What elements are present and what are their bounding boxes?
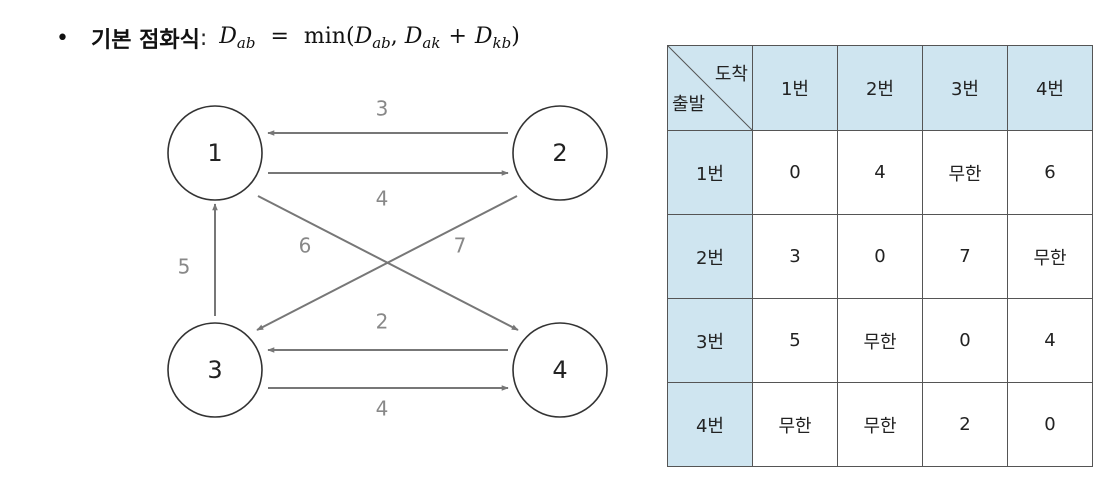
table-row: 2번 3 0 7 무한 (667, 214, 1093, 299)
table-row: 1번 0 4 무한 6 (667, 130, 1093, 215)
bullet: • (56, 25, 69, 51)
table-cell: 0 (1007, 382, 1093, 467)
node-4-label: 4 (552, 356, 567, 384)
graph-diagram: 3 4 6 7 5 2 4 1 2 3 4 (167, 97, 608, 421)
table-cell: 6 (1007, 130, 1093, 215)
lhs-var: D (219, 24, 237, 49)
table-corner-cell: 도착 출발 (667, 45, 753, 131)
table-cell: 무한 (837, 382, 923, 467)
table-cell: 무한 (1007, 214, 1093, 299)
node-1-circle (167, 105, 263, 201)
edges-layer: 3 4 6 7 5 2 4 (178, 97, 519, 421)
edge-weight-2-to-3: 7 (454, 234, 467, 258)
edge-weight-3-to-1: 5 (178, 255, 191, 279)
arg3-sub: kb (492, 34, 512, 52)
min-func: min (303, 24, 346, 49)
column-header: 4번 (1007, 45, 1093, 131)
formula-colon: : (199, 25, 208, 51)
distance-table: 도착 출발 1번 2번 3번 4번 1번 0 4 무한 6 2번 3 0 7 무… (667, 45, 1093, 467)
table-cell: 5 (752, 298, 838, 383)
table-cell: 무한 (752, 382, 838, 467)
node-2-label: 2 (552, 139, 567, 167)
arg1-var: D (354, 24, 373, 49)
table-row: 3번 5 무한 0 4 (667, 298, 1093, 383)
edge-arrow-2-to-3 (256, 195, 518, 331)
table-cell: 4 (1007, 298, 1093, 383)
plus-sign: + (448, 24, 467, 49)
arg2-sub: ak (422, 34, 441, 52)
nodes-layer: 1 2 3 4 (167, 105, 608, 418)
arg3-var: D (474, 24, 493, 49)
node-3-circle (167, 322, 263, 418)
lhs-sub: ab (236, 34, 256, 52)
table-cell: 4 (837, 130, 923, 215)
edge-weight-1-to-4: 6 (299, 234, 312, 258)
row-header: 1번 (667, 130, 753, 215)
equals-sign: = (270, 24, 289, 49)
corner-source-label: 출발 (672, 94, 706, 115)
recurrence-formula: • 기본 점화식 : Dab = min(Dab, Dak+Dkb) (56, 22, 520, 54)
corner-diagonal (668, 46, 752, 130)
table-cell: 0 (922, 298, 1008, 383)
formula-heading: 기본 점화식 (90, 28, 200, 53)
arg2-var: D (404, 24, 423, 49)
edge-weight-2-to-1: 3 (376, 97, 389, 121)
row-header: 2번 (667, 214, 753, 299)
corner-destination-label: 도착 (714, 64, 748, 85)
node-4-circle (512, 322, 608, 418)
arg1-sub: ab (372, 34, 391, 52)
edge-weight-1-to-2: 4 (376, 187, 389, 211)
node-2-circle (512, 105, 608, 201)
column-header: 3번 (922, 45, 1008, 131)
table-header-row: 도착 출발 1번 2번 3번 4번 (667, 45, 1093, 131)
node-3-label: 3 (207, 356, 222, 384)
table-cell: 7 (922, 214, 1008, 299)
edge-weight-3-to-4: 4 (376, 397, 389, 421)
formula-math: Dab = min(Dab, Dak+Dkb) (219, 24, 520, 52)
column-header: 2번 (837, 45, 923, 131)
table-cell: 무한 (922, 130, 1008, 215)
table-cell: 무한 (837, 298, 923, 383)
column-header: 1번 (752, 45, 838, 131)
row-header: 4번 (667, 382, 753, 467)
table-cell: 0 (752, 130, 838, 215)
edge-weight-4-to-3: 2 (376, 310, 389, 334)
table-cell: 0 (837, 214, 923, 299)
table-cell: 3 (752, 214, 838, 299)
row-header: 3번 (667, 298, 753, 383)
table-row: 4번 무한 무한 2 0 (667, 382, 1093, 467)
table-cell: 2 (922, 382, 1008, 467)
node-1-label: 1 (207, 139, 222, 167)
